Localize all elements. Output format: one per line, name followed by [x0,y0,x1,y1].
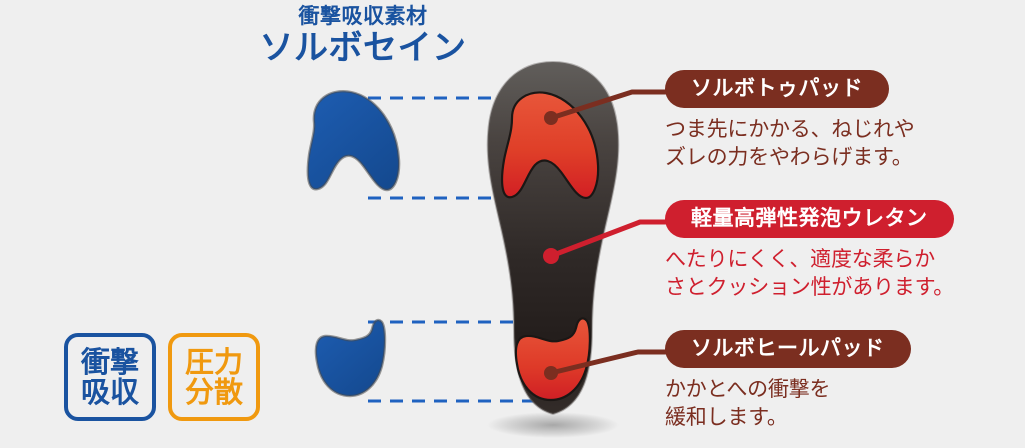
callout-toe-pad-description-line1: つま先にかかる、ねじれや [665,117,915,142]
page-title: 衝撃吸収素材 ソルボセイン [248,4,478,68]
insole-body [486,60,620,416]
callout-heel-pad-description: かかとへの衝撃を 緩和します。 [665,375,995,432]
callout-toe-pad: ソルボトゥパッド つま先にかかる、ねじれや ズレの力をやわらげます。 [665,70,995,172]
callout-urethane-description: へたりにくく、適度な柔らか さとクッション性があります。 [665,245,995,302]
heel-pad-highlight [314,318,387,398]
badge-pressure-dispersion-line2: 分散 [184,375,243,409]
badge-shock-absorption-line2: 吸収 [80,375,139,409]
callout-urethane-description-line2: さとクッション性があります。 [665,275,955,300]
callout-heel-pad-description-line2: 緩和します。 [665,405,788,430]
callout-urethane-label: 軽量高弾性発泡ウレタン [665,200,954,239]
badge-shock-absorption-line1: 衝撃 [80,344,139,379]
callout-heel-pad: ソルボヒールパッド かかとへの衝撃を 緩和します。 [665,330,995,432]
leader-line-heel [544,349,681,380]
callout-toe-pad-description-line2: ズレの力をやわらげます。 [665,145,913,170]
badge-shock-absorption: 衝撃 吸収 [64,333,156,421]
leader-line-toe [544,89,681,125]
toe-pad-highlight [306,90,401,192]
leader-line-urethane [543,219,681,264]
callout-heel-pad-label: ソルボヒールパッド [665,330,911,369]
feature-badges: 衝撃 吸収 圧力 分散 [64,333,260,421]
badge-pressure-dispersion: 圧力 分散 [168,333,260,421]
badge-pressure-dispersion-line1: 圧力 [184,344,243,379]
callout-urethane-description-line1: へたりにくく、適度な柔らか [665,247,935,272]
insole-toe-pad [500,91,600,200]
insole-shadow [487,412,619,438]
insole-heel-pad [514,317,591,402]
title-subtitle: 衝撃吸収素材 [298,4,428,28]
callout-heel-pad-description-line1: かかとへの衝撃を [665,377,831,402]
callout-toe-pad-label: ソルボトゥパッド [665,70,889,109]
title-main: ソルボセイン [259,28,467,68]
callout-urethane: 軽量高弾性発泡ウレタン へたりにくく、適度な柔らか さとクッション性があります。 [665,200,995,302]
callout-toe-pad-description: つま先にかかる、ねじれや ズレの力をやわらげます。 [665,115,995,172]
connector-lines-toe [368,96,560,200]
connector-lines-heel [368,320,560,403]
